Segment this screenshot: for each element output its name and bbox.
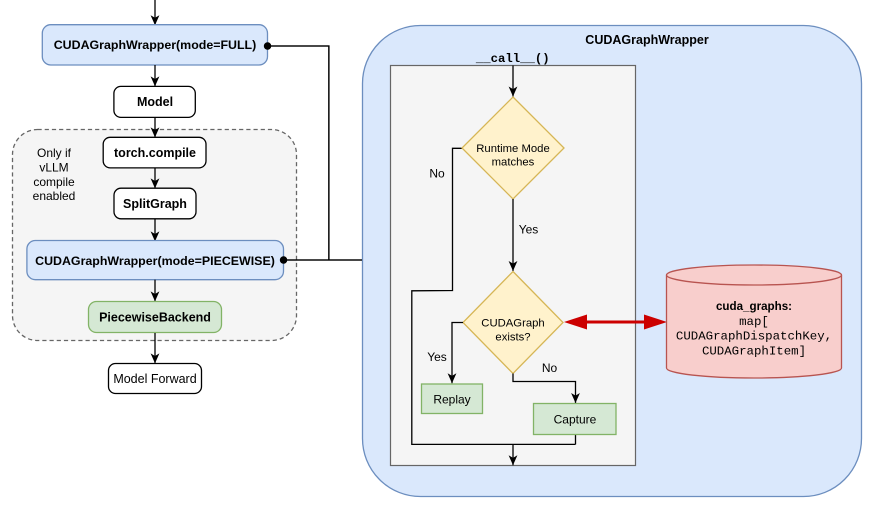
svg-text:No: No	[429, 167, 445, 181]
svg-text:compile: compile	[33, 175, 75, 189]
svg-text:Only if: Only if	[37, 146, 72, 160]
svg-text:torch.compile: torch.compile	[114, 146, 196, 160]
svg-text:CUDAGraphItem]: CUDAGraphItem]	[702, 345, 806, 359]
svg-text:CUDAGraphWrapper(mode=PIECEWIS: CUDAGraphWrapper(mode=PIECEWISE)	[35, 254, 275, 268]
svg-text:CUDAGraphWrapper(mode=FULL): CUDAGraphWrapper(mode=FULL)	[54, 38, 257, 52]
svg-text:Runtime Mode: Runtime Mode	[476, 143, 549, 155]
svg-text:CUDAGraphDispatchKey,: CUDAGraphDispatchKey,	[676, 330, 832, 344]
svg-text:__call__(): __call__()	[475, 52, 550, 66]
svg-text:CUDAGraphWrapper: CUDAGraphWrapper	[585, 33, 709, 47]
svg-text:Capture: Capture	[554, 413, 597, 427]
svg-text:Yes: Yes	[427, 350, 447, 364]
svg-text:cuda_graphs:: cuda_graphs:	[716, 300, 792, 313]
svg-text:No: No	[542, 361, 558, 375]
svg-text:PiecewiseBackend: PiecewiseBackend	[99, 311, 211, 325]
svg-text:Model Forward: Model Forward	[113, 372, 196, 386]
svg-text:Yes: Yes	[519, 223, 539, 237]
svg-text:Model: Model	[137, 95, 173, 109]
svg-text:matches: matches	[492, 156, 535, 168]
svg-text:enabled: enabled	[33, 189, 76, 203]
svg-text:vLLM: vLLM	[39, 160, 68, 174]
svg-text:Replay: Replay	[433, 392, 470, 406]
svg-text:CUDAGraph: CUDAGraph	[481, 318, 544, 330]
svg-text:exists?: exists?	[495, 331, 530, 343]
svg-text:SplitGraph: SplitGraph	[123, 197, 187, 211]
svg-text:map[: map[	[739, 315, 769, 329]
